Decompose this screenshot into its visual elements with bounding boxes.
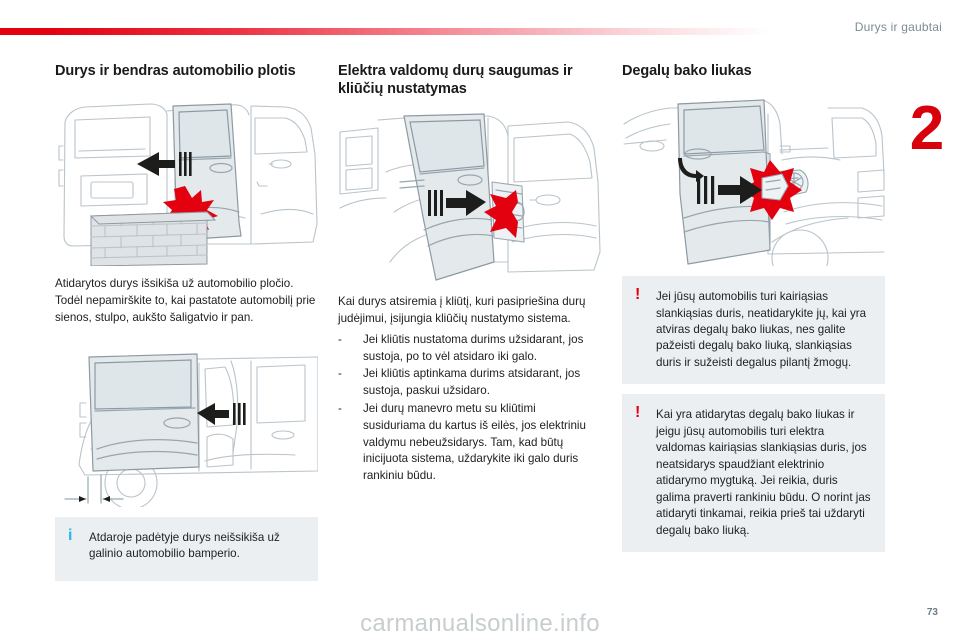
warning-icon: ! xyxy=(635,286,641,304)
callout-warning-fuel-flap-open: ! Jei jūsų automobilis turi kairiąsias s… xyxy=(622,276,885,385)
callout-warning-text: Kai yra atidarytas degalų bako liukas ir… xyxy=(656,408,871,537)
running-head-title: Durys ir gaubtai xyxy=(854,20,942,34)
fuel-cap xyxy=(761,173,789,201)
list-item: Jei durų manevro metu su kliūtimi susidu… xyxy=(338,401,601,485)
site-watermark: carmanualsonline.info xyxy=(360,610,600,637)
figure-van-door-hits-wall xyxy=(55,94,318,267)
motion-arrow-left xyxy=(197,402,246,425)
column-doors-and-width: Durys ir bendras automobilio plotis xyxy=(55,62,318,581)
figure-door-into-fuel-flap xyxy=(622,94,885,267)
callout-info-door-bumper: i Atdaroje padėtyje durys neišsikiša už … xyxy=(55,516,318,581)
dimension-arrows xyxy=(64,473,124,504)
motion-arrow-right xyxy=(428,190,486,217)
figure-side-view-door-width xyxy=(55,341,318,507)
list-item: Jei kliūtis nustatoma durims užsidarant,… xyxy=(338,332,601,366)
column-electric-door-safety: Elektra valdomų durų saugumas ir kliūčių… xyxy=(338,62,601,486)
chapter-number: 2 xyxy=(909,94,945,163)
brick-wall xyxy=(89,211,217,267)
list-obstacle-behaviour: Jei kliūtis nustatoma durims užsidarant,… xyxy=(338,332,601,485)
sliding-door-panel xyxy=(677,99,771,265)
callout-info-text: Atdaroje padėtyje durys neišsikiša už ga… xyxy=(89,530,280,560)
column-fuel-filler-flap: Degalų bako liukas xyxy=(622,62,885,553)
callout-warning-electric-door-blocked: ! Kai yra atidarytas degalų bako liukas … xyxy=(622,394,885,553)
paragraph-doors-and-width: Atidarytos durys išsikiša už automobilio… xyxy=(55,277,316,324)
section-title-doors-and-width: Durys ir bendras automobilio plotis xyxy=(55,63,296,79)
paragraph-obstacle-intro: Kai durys atsiremia į kliūtį, kuri pasip… xyxy=(338,295,586,326)
motion-arrow-left xyxy=(137,152,192,177)
callout-warning-text: Jei jūsų automobilis turi kairiąsias sla… xyxy=(656,290,867,369)
motion-arrow-right xyxy=(697,176,762,205)
section-title-electric-door-safety: Elektra valdomų durų saugumas ir kliūčių… xyxy=(338,63,573,98)
info-icon: i xyxy=(68,526,73,544)
figure-door-closing-onto-obstacle xyxy=(338,112,601,284)
header-accent-bar xyxy=(0,28,770,35)
impact-starburst xyxy=(484,190,518,239)
list-item: Jei kliūtis aptinkama durims atsidarant,… xyxy=(338,366,601,400)
chapter-tab: 2 xyxy=(894,94,960,186)
sliding-door-panel xyxy=(79,352,200,472)
page-number: 73 xyxy=(926,607,938,618)
section-title-fuel-filler-flap: Degalų bako liukas xyxy=(622,63,752,79)
sliding-door-panel xyxy=(399,113,495,281)
warning-icon: ! xyxy=(635,404,641,422)
